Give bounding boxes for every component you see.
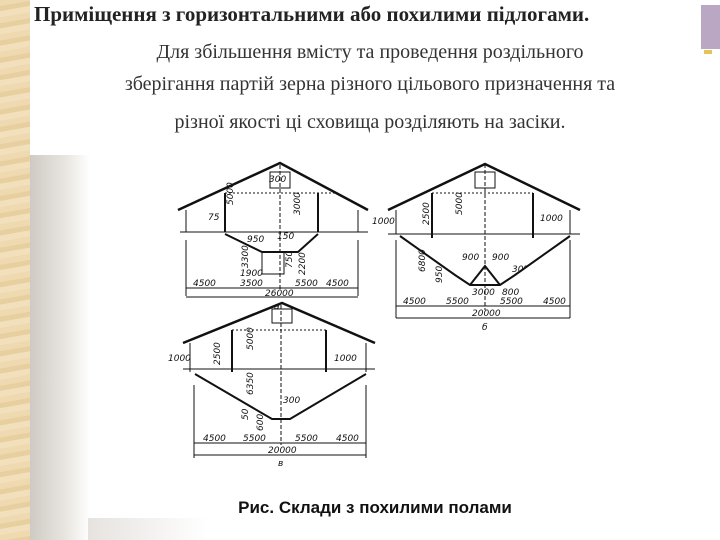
dimension-label: 1000 <box>540 214 563 224</box>
dimension-label: 5500 <box>243 434 266 444</box>
dimension-label: 50 <box>241 408 251 420</box>
dimension-label: 20000 <box>472 309 501 319</box>
section-c: 4500 5500 5500 4500 20000 1000 2500 5000… <box>168 301 376 469</box>
dimension-label: 20000 <box>268 446 297 456</box>
body-line: зберігання партій зерна різного цільовог… <box>124 73 616 95</box>
decorative-bottom-shade <box>88 518 208 540</box>
dimension-label: 3000 <box>293 192 303 215</box>
dimension-label: 5000 <box>246 327 256 350</box>
dimension-label: 5500 <box>295 279 318 289</box>
body-line: різної якості ці сховища розділяють на з… <box>174 111 566 133</box>
dimension-label: 5500 <box>446 297 469 307</box>
dimension-label: 6350 <box>246 372 256 395</box>
dimension-label: 4500 <box>326 279 349 289</box>
dimension-label: в <box>278 459 283 469</box>
dimension-label: 150 <box>277 232 294 242</box>
dimension-label: 800 <box>502 288 519 298</box>
decorative-shadow-strip <box>30 155 90 540</box>
dimension-label: 5500 <box>500 297 523 307</box>
dimension-label: б <box>482 323 488 333</box>
dimension-label: 4500 <box>543 297 566 307</box>
dimension-label: 6800 <box>418 249 428 272</box>
dimension-label: 1000 <box>372 217 395 227</box>
dimension-label: 750 <box>285 251 295 268</box>
dimension-label: 950 <box>247 235 264 245</box>
dimension-label: а <box>274 302 280 312</box>
dimension-label: 4500 <box>403 297 426 307</box>
slide-title: Приміщення з горизонтальними або похилим… <box>34 2 590 26</box>
figure-caption: Рис. Склади з похилими полами <box>238 498 512 517</box>
dimension-label: 26000 <box>265 289 294 299</box>
dimension-label: 900 <box>492 253 509 263</box>
dimension-label: 600 <box>256 414 266 431</box>
dimension-label: 4500 <box>193 279 216 289</box>
dimension-label: 5000 <box>226 182 236 205</box>
dimension-label: 1000 <box>168 354 191 364</box>
dimension-label: 3000 <box>472 288 495 298</box>
decorative-corner-block <box>701 5 720 49</box>
decorative-side-strip <box>0 0 30 540</box>
slide-body: Для збільшення вмісту та проведення розд… <box>40 36 700 138</box>
dimension-label: 30° <box>512 265 528 275</box>
dimension-label: 5000 <box>455 192 465 215</box>
dimension-label: 3500 <box>240 279 263 289</box>
dimension-label: 75 <box>208 213 220 223</box>
dimension-label: 300 <box>269 175 286 185</box>
dimension-label: 1900 <box>240 269 263 279</box>
dimension-label: 2500 <box>213 342 223 365</box>
section-a: 4500 1900 3500 5500 4500 26000 5000 3000… <box>177 161 369 312</box>
dimension-label: 2200 <box>298 252 308 275</box>
dimension-label: 5500 <box>295 434 318 444</box>
dimension-label: 950 <box>435 266 445 283</box>
dimension-label: 4500 <box>336 434 359 444</box>
dimension-label: 2500 <box>422 202 432 225</box>
dimension-label: 300 <box>283 396 300 406</box>
decorative-corner-mark <box>704 50 712 54</box>
dimension-label: 3300 <box>241 245 251 268</box>
dimension-label: 1000 <box>334 354 357 364</box>
dimension-label: 4500 <box>203 434 226 444</box>
body-line: Для збільшення вмісту та проведення розд… <box>156 41 584 63</box>
section-b: 4500 5500 5500 4500 20000 1000 2500 5000… <box>372 162 581 333</box>
dimension-label: 900 <box>462 253 479 263</box>
